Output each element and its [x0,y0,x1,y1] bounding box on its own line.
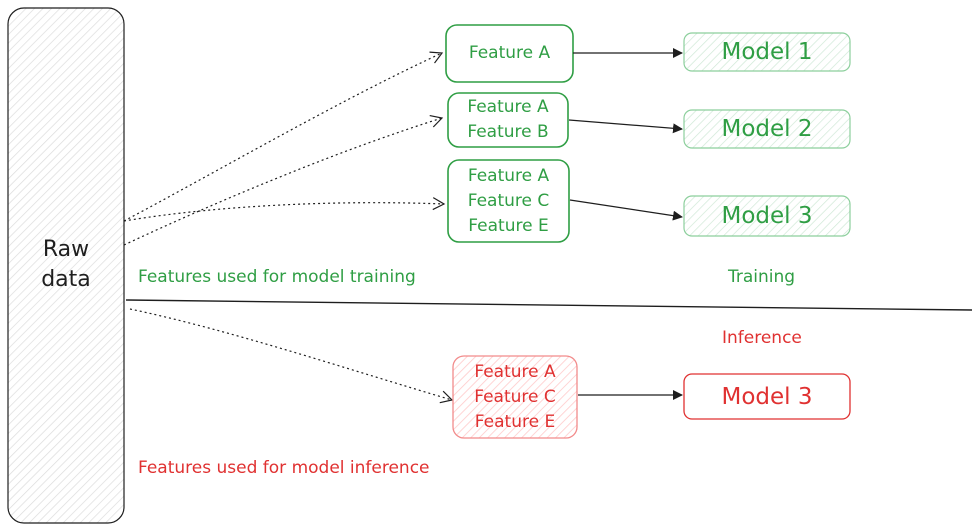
feature-box-2 [447,92,569,148]
feature-label: Feature A [468,43,551,63]
arrow-feature-3-to-model-3 [569,199,683,221]
arrow-feature-2-to-model-2 [568,119,683,134]
raw-data-label-line2: data [41,267,91,292]
feature-box-2-text: Feature A Feature B [448,93,568,147]
inference-model-3-box [683,373,851,420]
inference-caption: Features used for model inference [138,458,430,478]
feature-box-1-text: Feature A [446,25,573,82]
model-3-box [683,195,851,237]
inference-model-3-label: Model 3 [721,383,813,410]
inference-section-label: Inference [722,328,802,348]
dotted-arrow-to-feature-box-1 [123,51,444,222]
feature-box-3 [447,159,570,243]
feature-label: Feature C [467,190,550,211]
training-inference-divider [125,299,973,311]
feature-label: Feature E [474,411,556,432]
feature-label: Feature A [467,165,550,186]
feature-label: Feature C [474,386,556,407]
inference-feature-box [452,355,578,439]
training-caption: Features used for model training [138,267,416,287]
feature-box-3-text: Feature A Feature C Feature E [448,160,569,242]
feature-label: Feature B [467,122,549,142]
dotted-arrow-to-feature-box-3 [123,197,446,222]
dotted-arrow-to-feature-box-2 [123,114,444,246]
raw-data-box [7,7,125,524]
feature-label: Feature A [474,361,556,382]
model-2-box [683,109,851,149]
model-1-box [683,32,851,72]
training-section-label: Training [728,267,796,287]
model-2-label: Model 2 [721,116,813,142]
feature-label: Feature E [468,215,549,236]
model-1-label: Model 1 [721,39,813,65]
inference-feature-box-text: Feature A Feature C Feature E [453,356,577,438]
raw-data-label-line1: Raw [42,237,90,262]
model-3-label: Model 3 [721,203,813,229]
raw-data-label: Raw data [8,230,124,300]
dotted-arrow-to-inference-feature-box [129,308,454,404]
feature-label: Feature A [467,97,549,117]
